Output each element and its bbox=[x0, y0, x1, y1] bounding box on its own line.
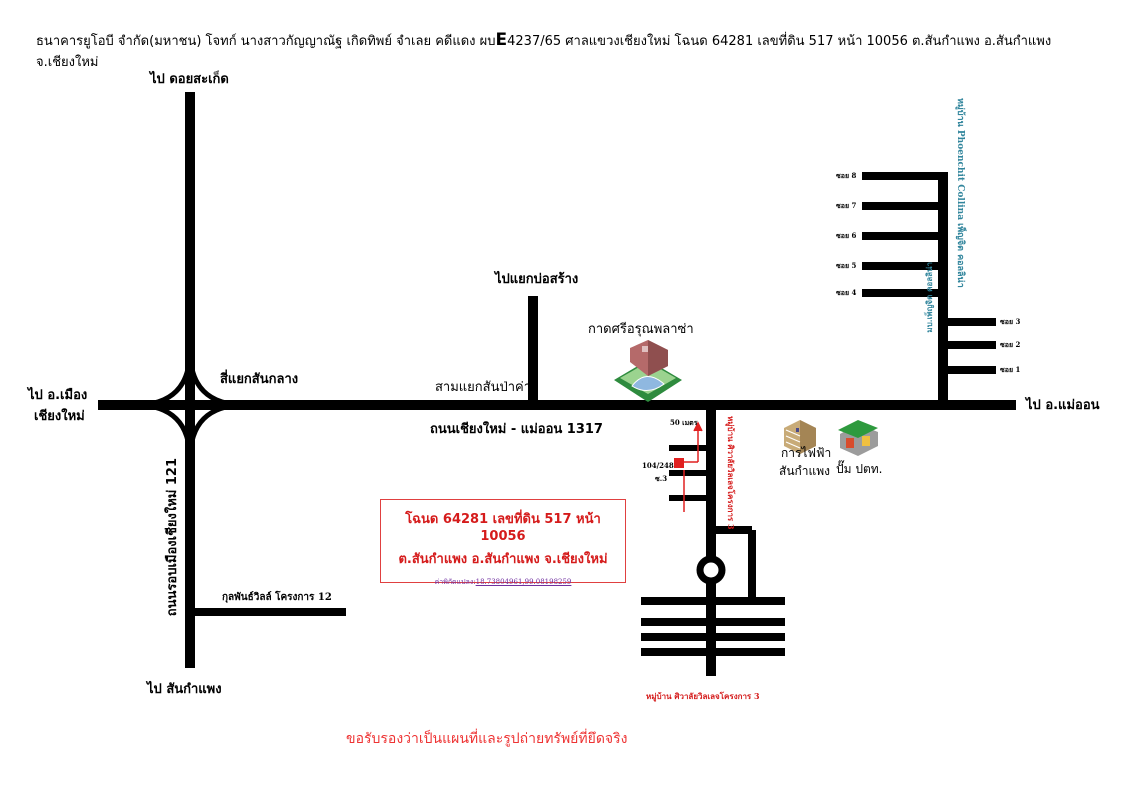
label-soi-8: ซอย 8 bbox=[836, 171, 857, 180]
label-soi-2: ซอย 2 bbox=[1000, 340, 1021, 349]
label-pea-2: สันกำแพง bbox=[779, 464, 831, 478]
shopping-mall-icon bbox=[614, 340, 682, 402]
label-pea: การไฟฟ้า bbox=[781, 446, 832, 460]
label-intersection: สี่แยกสันกลาง bbox=[220, 372, 299, 387]
label-ptt: ปั๊ม ปตท. bbox=[836, 462, 883, 476]
map-header: ธนาคารยูโอบี จำกัด(มหาชน) โจทก์ นางสาวกั… bbox=[36, 30, 1106, 73]
label-to-san-kamphaeng: ไป สันกำแพง bbox=[147, 682, 222, 697]
label-soi-4: ซอย 4 bbox=[836, 288, 857, 297]
label-village-bottom: หมู่บ้าน ศิวาลัยวิลเลจโครงการ 3 bbox=[646, 691, 760, 701]
deed-coord-link[interactable]: 18.73804961,99.08198259 bbox=[475, 578, 572, 586]
label-to-mae-on: ไป อ.แม่ออน bbox=[1026, 398, 1100, 413]
label-to-mueang-2: เชียงใหม่ bbox=[34, 409, 85, 424]
label-main-road: ถนนเชียงใหม่ - แม่ออน 1317 bbox=[430, 422, 603, 437]
label-pizza: กาดศรีอรุณพลาซ่า bbox=[588, 322, 694, 337]
interchange-curves bbox=[134, 349, 246, 461]
deed-info-box: โฉนด 64281 เลขที่ดิน 517 หน้า 10056 ต.สั… bbox=[380, 499, 626, 586]
label-to-mueang: ไป อ.เมือง bbox=[28, 388, 88, 403]
phoenchit-village-roads bbox=[862, 172, 996, 405]
label-phoenchit: หมู่บ้าน Phoenchit Collina เพ็ญจิต คอลลิ… bbox=[955, 98, 965, 288]
electricity-office-icon bbox=[784, 420, 816, 454]
siwalai-village-roads bbox=[641, 405, 785, 676]
label-to-doi-saket: ไป ดอยสะเก็ด bbox=[150, 72, 229, 87]
label-soi-7: ซอย 7 bbox=[836, 201, 857, 210]
label-to-bo-sang: ไปแยกบ่อสร้าง bbox=[495, 272, 579, 287]
label-soi-6: ซอย 6 bbox=[836, 231, 857, 240]
distance-arrow bbox=[683, 421, 703, 512]
gas-station-icon bbox=[838, 420, 878, 456]
label-soi-3: ซอย 3 bbox=[1000, 317, 1021, 326]
label-soi-1: ซอย 1 bbox=[1000, 365, 1021, 374]
deed-coord: ค่าพิกัดแปลง:18.73804961,99.08198259 bbox=[381, 577, 625, 588]
label-village-side: หมู่บ้าน ศิวาลัยวิลเลจโครงการ 3 bbox=[726, 416, 736, 530]
header-text-b: 4237/65 ศาลแขวงเชียงใหม่ โฉนด 64281 เลขท… bbox=[36, 34, 1052, 70]
label-soi-5: ซอย 5 bbox=[836, 261, 857, 270]
deed-line-2: ต.สันกำแพง อ.สันกำแพง จ.เชียงใหม่ bbox=[398, 552, 608, 567]
property-marker-icon bbox=[674, 458, 684, 468]
label-sam-yaek: สามแยกสันป่าค่า bbox=[435, 380, 532, 395]
header-text-a: ธนาคารยูโอบี จำกัด(มหาชน) โจทก์ นางสาวกั… bbox=[36, 34, 496, 49]
label-ring-road: ถนนรอบเมืองเชียงใหม่ 121 bbox=[165, 458, 180, 617]
label-plot-no: 104/248 bbox=[642, 461, 674, 470]
header-text-big: E bbox=[495, 30, 508, 50]
label-kul-phan: กุลพันธ์วิลล์ โครงการ 12 bbox=[222, 592, 332, 603]
label-soi3-left: ซ.3 bbox=[655, 474, 668, 483]
deed-line-1: โฉนด 64281 เลขที่ดิน 517 หน้า 10056 bbox=[405, 512, 601, 544]
label-distance: 50 เมตร bbox=[670, 418, 698, 427]
certification-footer: ขอรับรองว่าเป็นแผนที่และรูปถ่ายทรัพย์ที่… bbox=[346, 731, 628, 747]
deed-coord-label: ค่าพิกัดแปลง: bbox=[434, 578, 476, 586]
label-phoenchit-road: มบ.เพ็ญจิต คอลลิน่า bbox=[924, 262, 934, 333]
